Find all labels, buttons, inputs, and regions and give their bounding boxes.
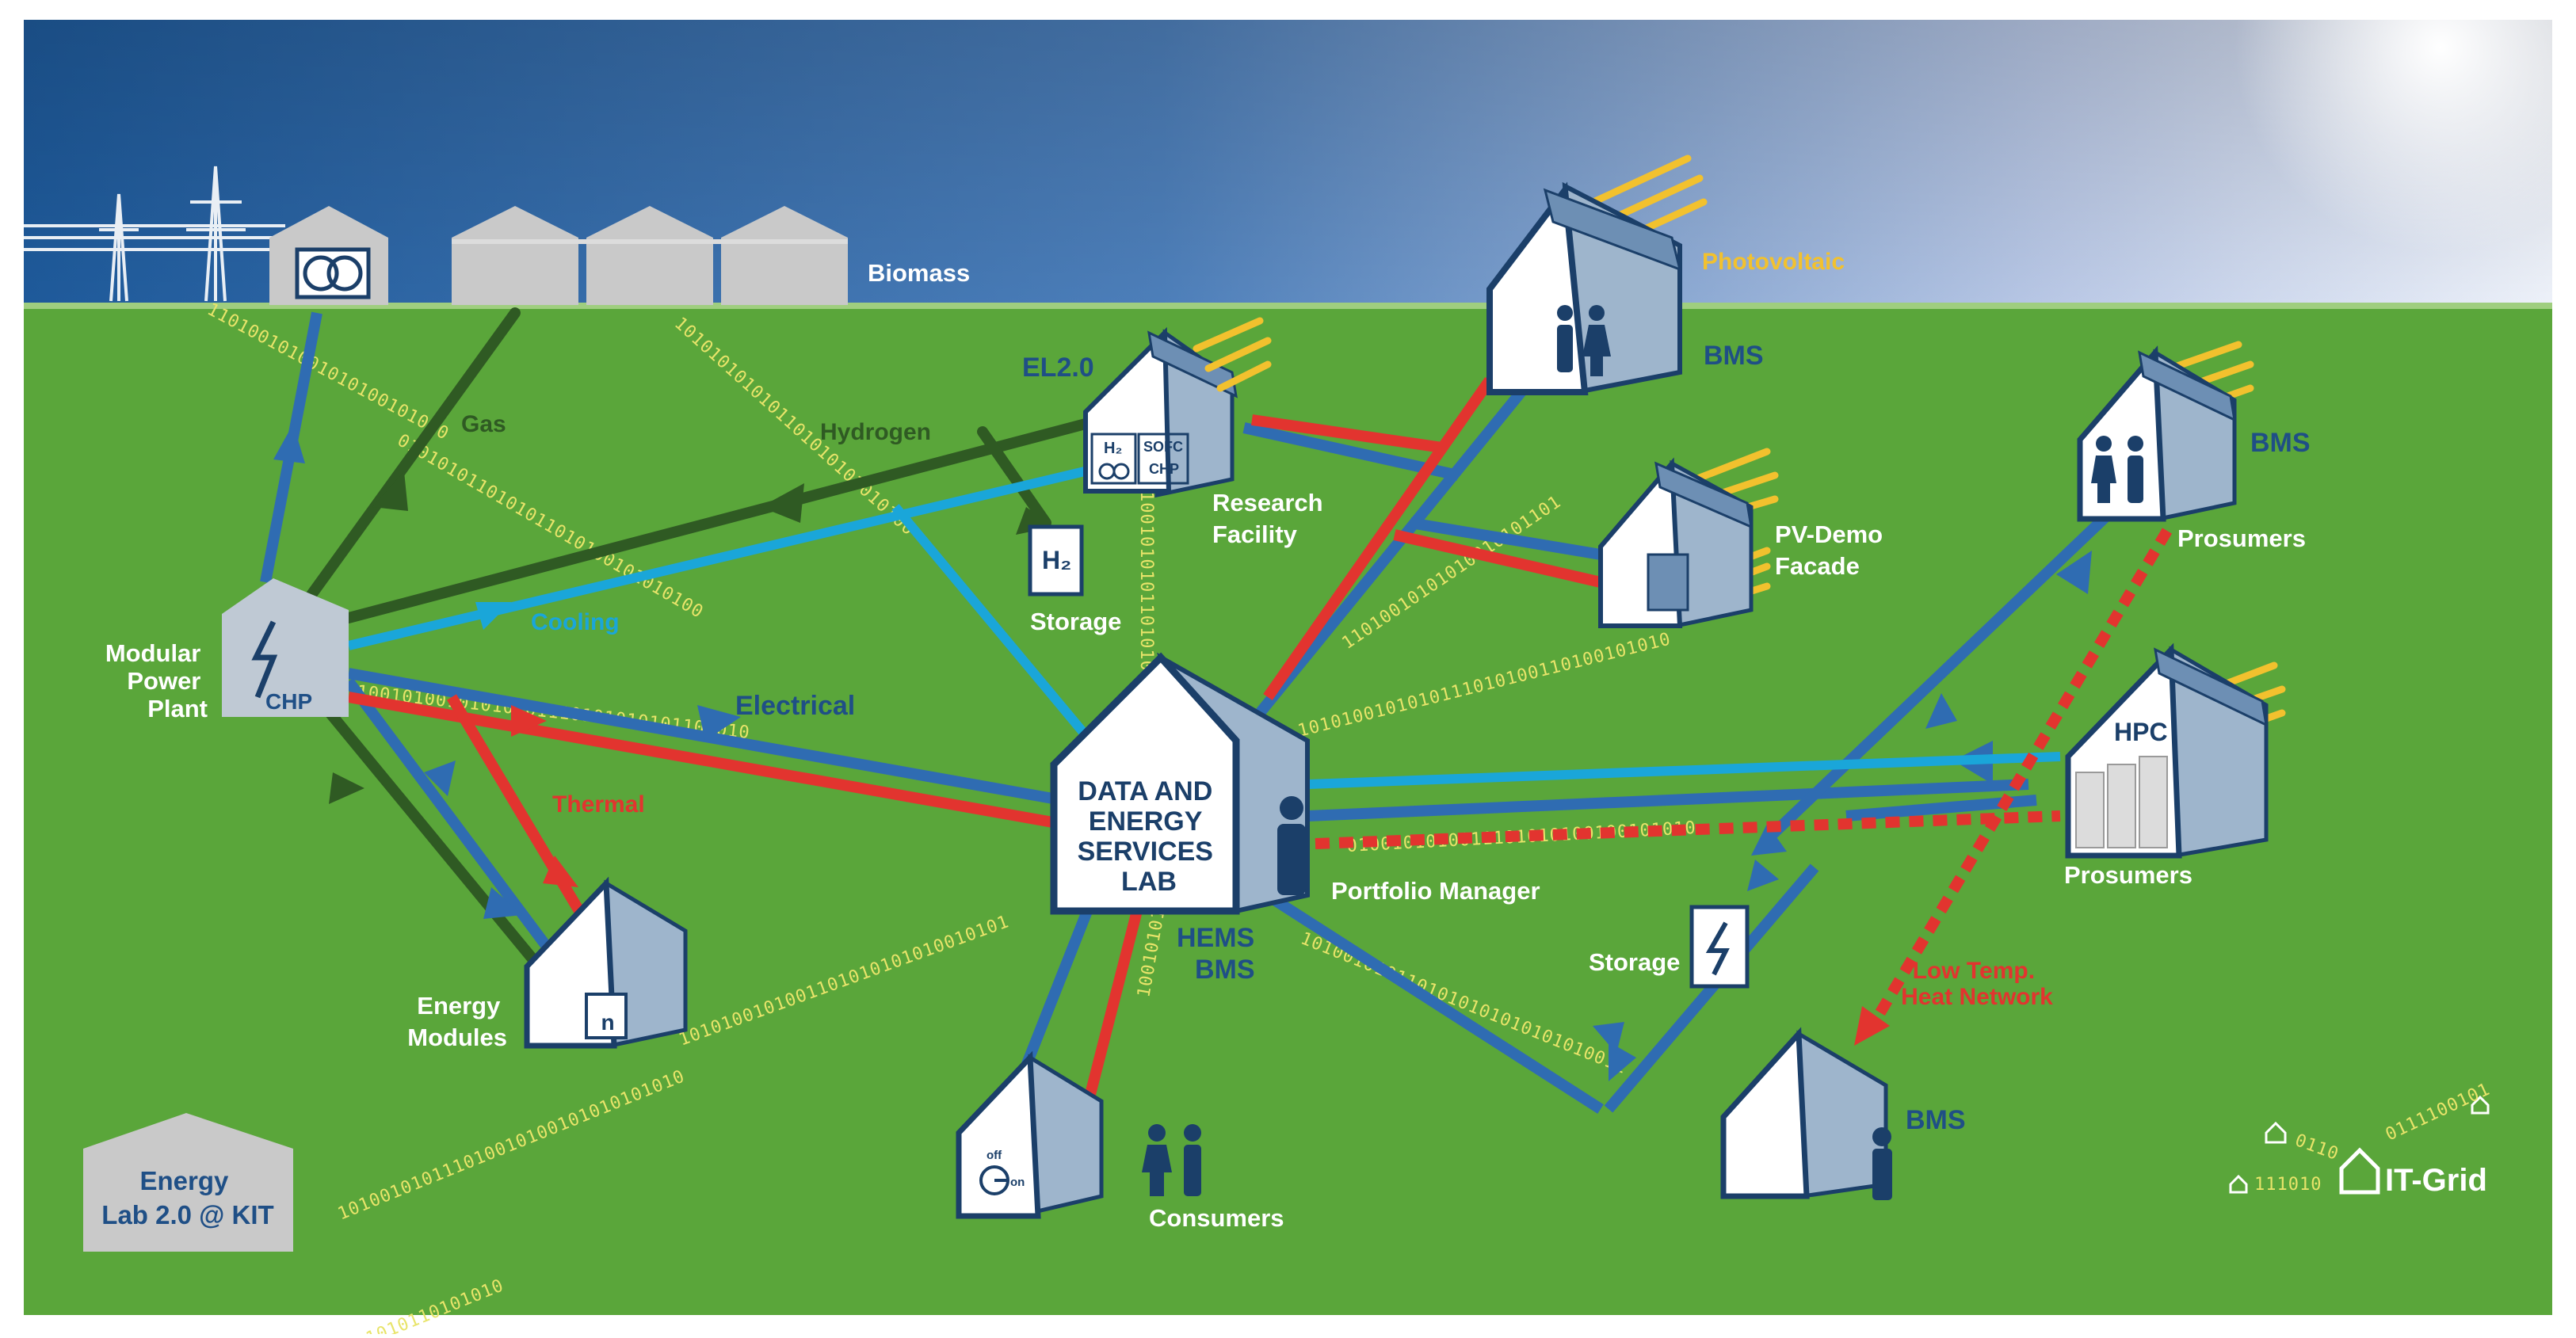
modular-power-plant [222,578,349,717]
chp-label: CHP [265,689,312,714]
transformer-building [269,206,388,305]
portfolio-manager-label: Portfolio Manager [1331,877,1540,905]
biomass-plant [452,206,848,305]
research-facility-label: Research Facility [1212,489,1330,548]
energy-lab-kit-label: Energy Lab 2.0 @ KIT [101,1166,273,1229]
storage-elec-label: Storage [1589,948,1680,976]
h2-storage-label: Storage [1030,608,1121,635]
bms-top-building [1486,181,1682,395]
bms-bottom-building [1720,1027,1892,1200]
gas-label: Gas [461,411,506,437]
h2-storage [1028,524,1084,597]
cooling-lines [347,463,2061,789]
h2-storage-symbol: H₂ [1042,546,1071,574]
it-grid-bits-2: 111010 [2254,1175,2322,1195]
hems-bms-label: HEMS BMS [1177,923,1262,985]
energy-modules-symbol: n [601,1010,614,1035]
gas-lines [303,307,1091,972]
energy-modules-line2: Modules [407,1024,507,1051]
el20-research-building [1083,326,1238,498]
consumers-building [956,1050,1201,1219]
pv-demo-label: PV-Demo Facade [1775,520,1890,580]
lab-line3: SERVICES [1078,837,1213,867]
hpc-building [2065,642,2269,859]
thermal-arrow-heat [1854,1006,1890,1046]
it-grid-label: IT-Grid [2385,1163,2487,1198]
power-pylon-icon [24,166,285,302]
low-temp-line2: Heat Network [1901,984,2053,1010]
mpp-line3: Plant [147,695,208,722]
energy-lab-kit-badge [83,1113,293,1252]
research-line2: Facility [1212,520,1298,548]
mpp-line2: Power [127,667,200,695]
electrical-arrows [273,424,2092,1081]
data-energy-lab-building [1050,652,1310,915]
low-temp-heat-label: Low Temp. Heat Network [1901,958,2053,1010]
sofc-label: SOFC [1143,439,1183,455]
horizon-line [24,303,2552,309]
consumers-label: Consumers [1149,1204,1284,1232]
sun-glow [2234,0,2576,253]
research-line1: Research [1212,489,1323,517]
electrical-label: Electrical [735,691,855,721]
energy-modules-building [524,876,688,1049]
modular-power-plant-label: Modular Power Plant [105,639,208,722]
kit-line1: Energy [139,1166,229,1195]
pv-demo-line2: Facade [1775,552,1860,580]
pv-demo-line1: PV-Demo [1775,520,1883,548]
electrical-storage [1689,905,1750,989]
sky-shade [24,20,2552,313]
photovoltaic-label: Photovoltaic [1702,249,1845,275]
thermal-dashed [1315,528,2173,1033]
cooling-label: Cooling [531,609,620,635]
hpc-label: HPC [2114,718,2168,746]
hems-bms-line: BMS [1195,955,1255,985]
thermal-label: Thermal [552,791,645,818]
it-grid-legend [2229,1095,2490,1195]
data-energy-lab-label: DATA AND ENERGY SERVICES LAB [1078,776,1221,897]
chp-in-building-label: CHP [1149,461,1179,477]
energy-modules-label: Energy Modules [407,992,507,1051]
prosumers-top-label: Prosumers [2177,524,2306,552]
h2-in-building-label: H₂ [1104,440,1122,457]
kit-line2: Lab 2.0 @ KIT [101,1200,273,1229]
bms-right-label: BMS [2250,428,2311,458]
hems-line: HEMS [1177,923,1254,953]
low-temp-line1: Low Temp. [1913,958,2035,984]
bms-prosumer-top-building [2077,345,2237,522]
mpp-line1: Modular [105,639,201,667]
cooling-arrows [475,602,511,630]
lab-line4: LAB [1121,867,1177,897]
bms-bottom-label: BMS [1906,1105,1966,1135]
energy-modules-line1: Energy [417,992,501,1020]
el20-label: EL2.0 [1022,353,1094,383]
prosumers-hpc-label: Prosumers [2064,861,2192,889]
lab-line1: DATA AND [1078,776,1212,806]
biomass-label: Biomass [868,259,970,287]
switch-off-label: off [987,1149,1002,1162]
switch-on-label: on [1010,1176,1025,1189]
bms-top-label: BMS [1704,341,1764,371]
pv-demo-building [1598,457,1754,629]
lab-line2: ENERGY [1089,806,1203,837]
thermal-arrows [511,705,578,887]
hydrogen-label: Hydrogen [820,419,931,445]
